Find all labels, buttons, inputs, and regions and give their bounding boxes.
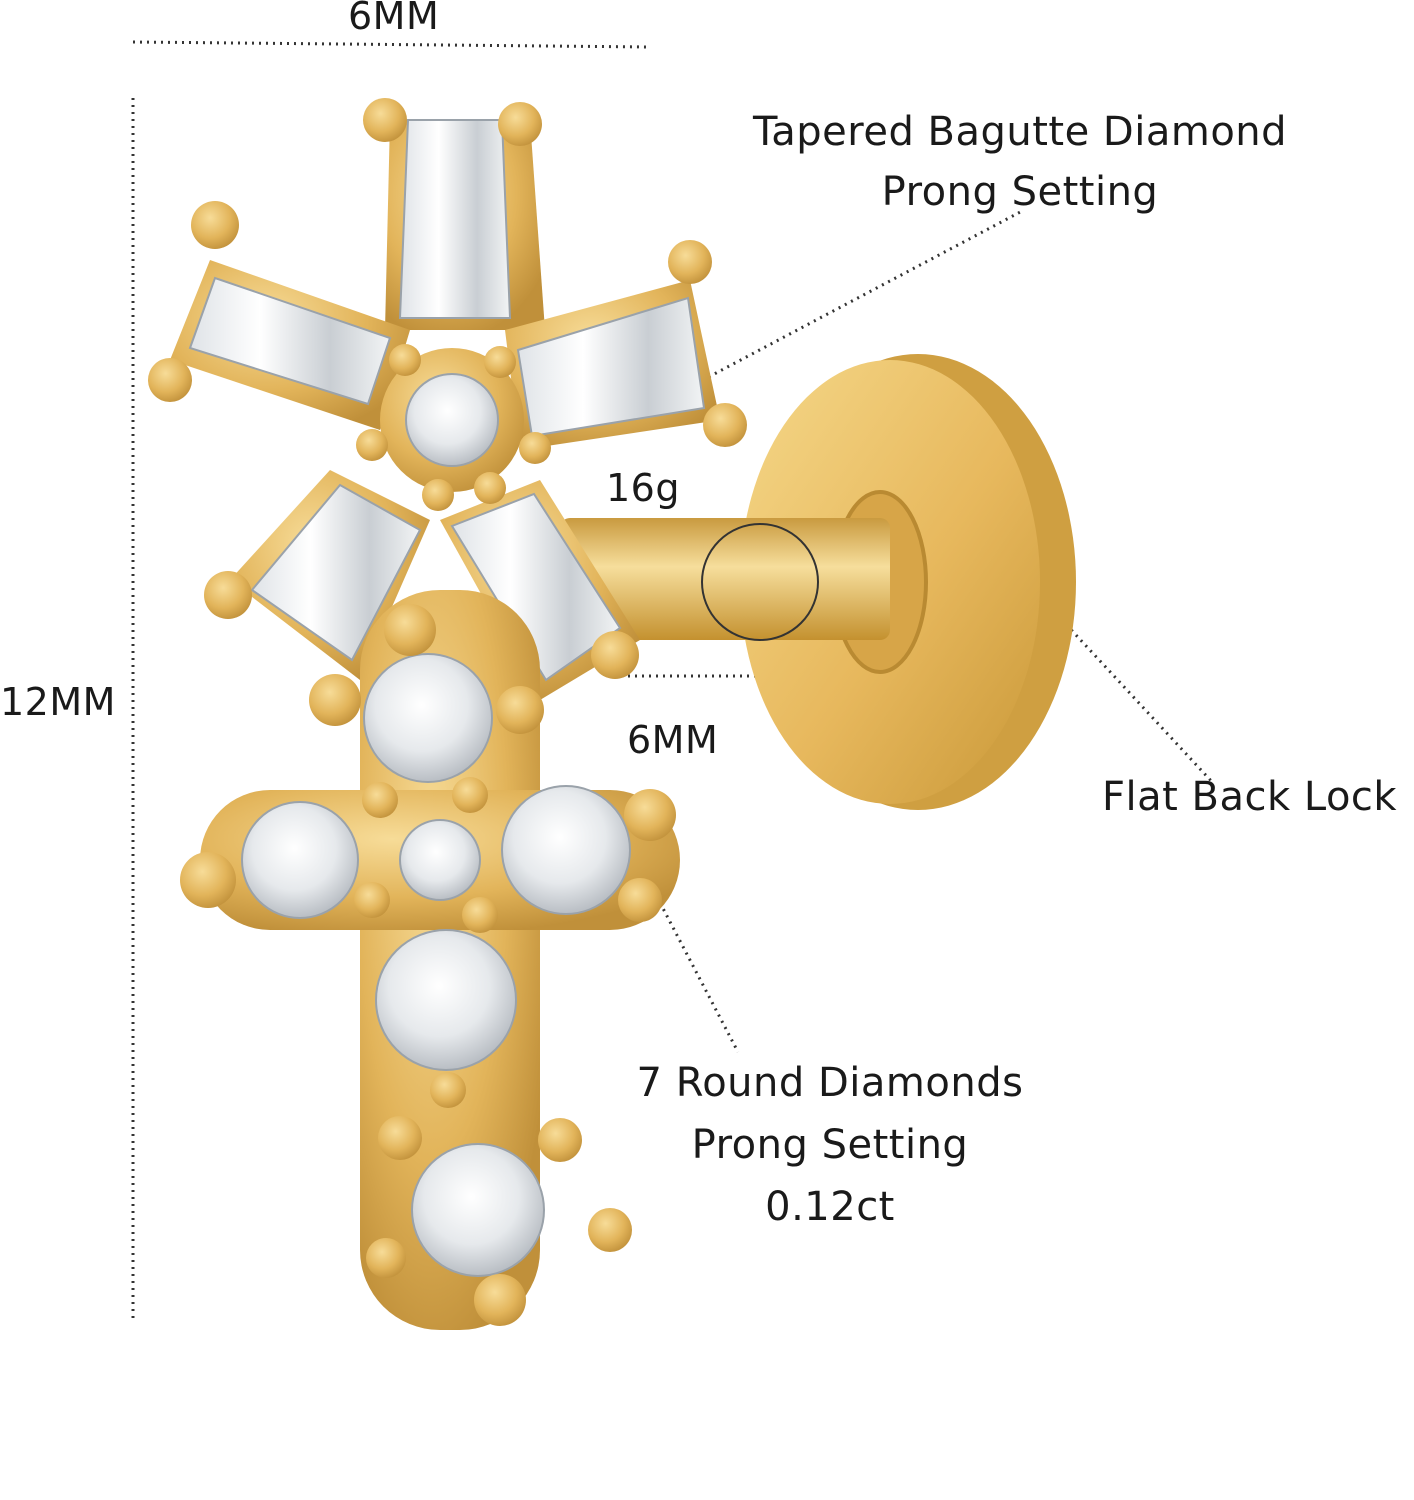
round-diamond-callout-line1: 7 Round Diamonds xyxy=(636,1060,1024,1106)
flat-back-callout: Flat Back Lock xyxy=(1102,774,1398,820)
bagutte-callout: Tapered Bagutte Diamond Prong Setting xyxy=(720,102,1320,222)
height-label: 12MM xyxy=(0,680,116,724)
top-width-guide xyxy=(132,40,651,49)
round-stone xyxy=(399,819,481,901)
top-width-label: 6MM xyxy=(348,0,440,38)
round-stone xyxy=(501,785,631,915)
bagutte-callout-line2: Prong Setting xyxy=(881,169,1159,215)
round-stone xyxy=(375,929,517,1071)
baguette-stone xyxy=(398,119,512,319)
round-stone xyxy=(411,1143,545,1277)
baguette-stone xyxy=(188,276,392,406)
post-bar xyxy=(560,518,890,641)
gauge-label: 16g xyxy=(606,466,680,510)
round-diamond-callout-line2: Prong Setting xyxy=(691,1122,969,1168)
bagutte-callout-line1: Tapered Bagutte Diamond xyxy=(752,109,1288,155)
baguette-stone xyxy=(516,296,706,438)
round-diamond-callout: 7 Round Diamonds Prong Setting 0.12ct xyxy=(580,1052,1080,1238)
round-stone xyxy=(241,801,359,919)
round-diamond-callout-line3: 0.12ct xyxy=(765,1184,895,1230)
back-diameter-label: 6MM xyxy=(627,718,719,762)
round-stone-cross xyxy=(180,590,680,1330)
round-diamond-leader-line xyxy=(642,871,740,1053)
bagutte-leader-line xyxy=(683,208,1025,392)
baguette-stone xyxy=(250,483,422,662)
round-stone xyxy=(363,653,493,783)
